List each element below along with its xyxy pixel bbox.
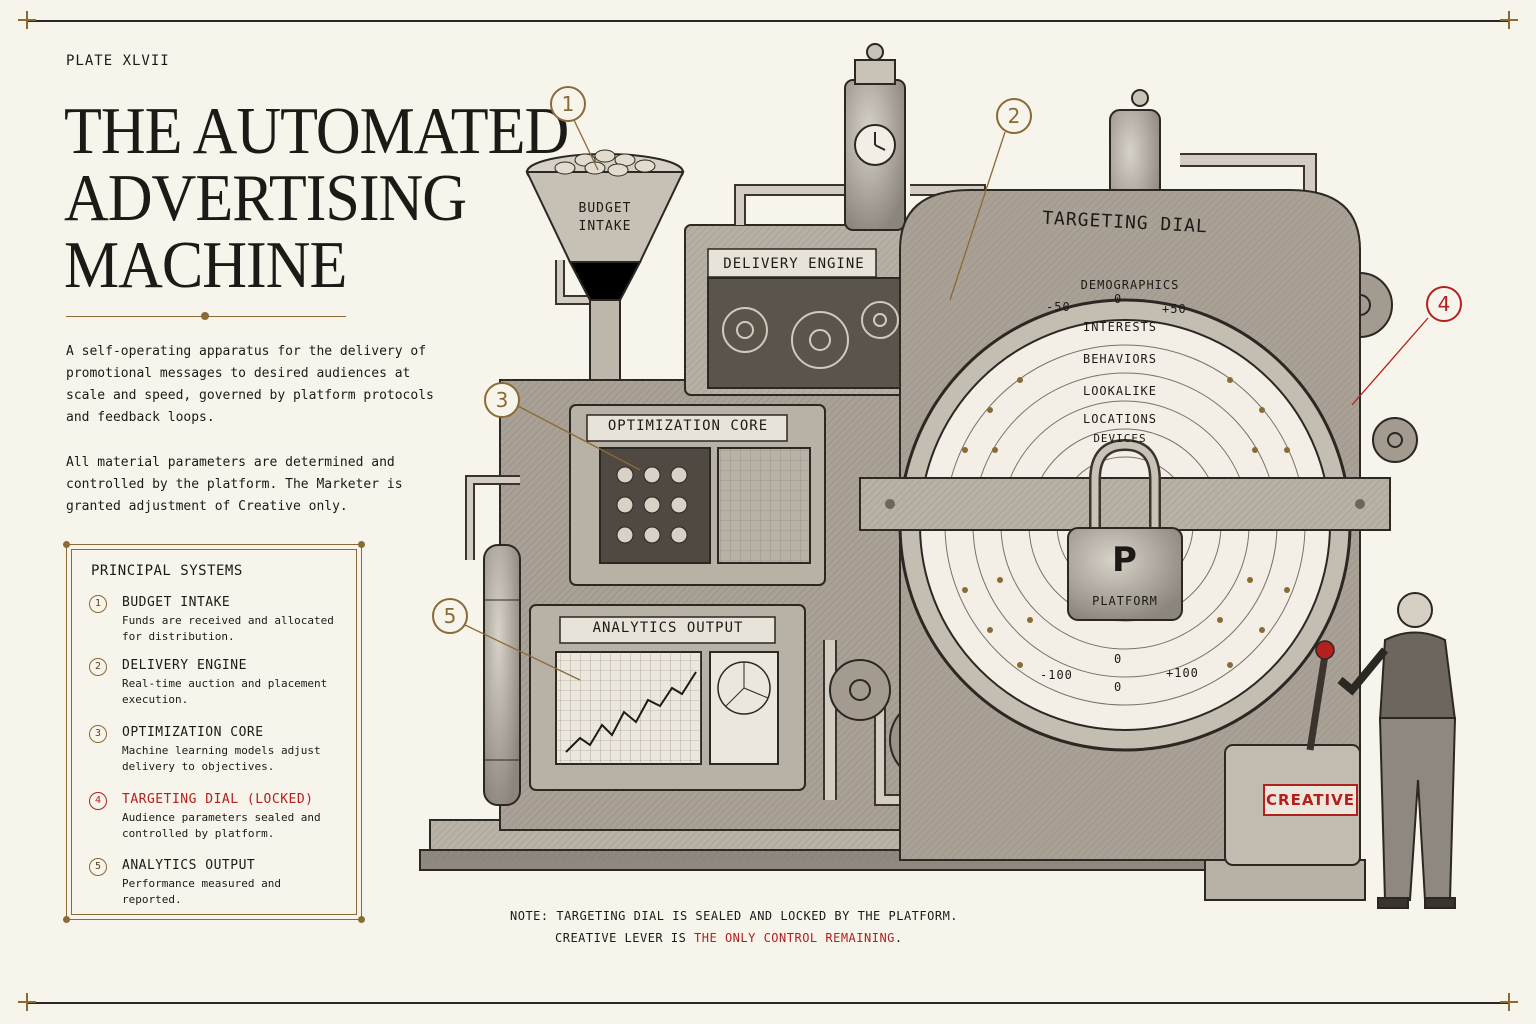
dial-scale-value: 0	[1114, 680, 1123, 694]
corner-ornament	[18, 11, 36, 29]
corner-ornament	[1500, 11, 1518, 29]
panel-inner-border	[71, 549, 357, 915]
lock-letter-icon: P	[1112, 540, 1138, 580]
budget-intake-funnel	[525, 149, 685, 381]
panel-corner-dot	[63, 916, 70, 923]
system-description: Funds are received and allocated for dis…	[122, 614, 334, 643]
dial-scale-value: +50	[1162, 302, 1187, 316]
dial-scale-value: -100	[1040, 668, 1073, 682]
system-description: Real-time auction and placement executio…	[122, 677, 328, 706]
number-badge: 1	[89, 595, 107, 613]
system-description: Machine learning models adjust delivery …	[122, 744, 321, 773]
system-description: Performance measured and reported.	[122, 877, 281, 906]
dial-ring-label: INTERESTS	[1082, 320, 1158, 334]
padlock-icon	[1067, 438, 1183, 621]
system-description: Audience parameters sealed and controlle…	[122, 811, 321, 840]
note-suffix: .	[894, 931, 903, 945]
callout-badge: 1	[550, 86, 586, 122]
label-line: BUDGET	[578, 201, 632, 216]
number-badge: 4	[89, 792, 107, 810]
callout-badge: 5	[432, 598, 468, 634]
dial-scale-value: 0	[1114, 292, 1123, 306]
system-title: DELIVERY ENGINE	[122, 658, 247, 673]
plate-label: PLATE XLVII	[66, 53, 170, 69]
panel-corner-dot	[358, 541, 365, 548]
analytics-output-panel	[529, 604, 806, 791]
lock-platform-label: PLATFORM	[1092, 594, 1158, 608]
creative-lever-label: CREATIVE	[1266, 791, 1355, 809]
frame-bottom	[28, 1002, 1508, 1004]
optimization-core-panel	[569, 404, 826, 586]
footnote: NOTE: TARGETING DIAL IS SEALED AND LOCKE…	[510, 905, 958, 949]
number-badge: 2	[89, 658, 107, 676]
corner-ornament	[18, 993, 36, 1011]
dial-scale-value: -50	[1046, 300, 1071, 314]
principal-systems-panel: PRINCIPAL SYSTEMS 1 BUDGET INTAKE Funds …	[63, 541, 365, 923]
dial-ring-label: DEVICES	[1093, 432, 1147, 445]
dial-scale-value: 0	[1114, 652, 1123, 666]
note-prefix: CREATIVE LEVER IS	[555, 931, 695, 945]
label-line: INTAKE	[578, 219, 632, 234]
dial-ring-label: LOOKALIKE	[1082, 384, 1158, 398]
coins-icon	[554, 149, 656, 177]
note-line: CREATIVE LEVER IS THE ONLY CONTROL REMAI…	[510, 927, 958, 949]
system-title: ANALYTICS OUTPUT	[122, 858, 256, 873]
budget-intake-label: BUDGET INTAKE	[568, 200, 642, 236]
note-line: NOTE: TARGETING DIAL IS SEALED AND LOCKE…	[510, 909, 959, 923]
title-line: MACHINE	[64, 228, 347, 303]
delivery-engine-label: DELIVERY ENGINE	[723, 256, 865, 272]
note-highlight: THE ONLY CONTROL REMAINING	[694, 931, 895, 945]
panel-corner-dot	[63, 541, 70, 548]
dial-ring-label: LOCATIONS	[1082, 412, 1158, 426]
targeting-dial-housing	[859, 189, 1391, 861]
frame-top	[28, 20, 1508, 22]
callout-leaders	[464, 119, 1429, 681]
analytics-output-label: ANALYTICS OUTPUT	[592, 620, 744, 636]
corner-ornament	[1500, 993, 1518, 1011]
control-paragraph: All material parameters are determined a…	[66, 455, 403, 514]
creative-lever	[1204, 640, 1366, 901]
dial-ring-label: DEMOGRAPHICS	[1080, 278, 1180, 292]
optimization-core-label: OPTIMIZATION CORE	[607, 418, 769, 434]
callout-badge: 3	[484, 382, 520, 418]
trend-line	[565, 671, 697, 753]
title-line: THE AUTOMATED	[64, 94, 569, 169]
callout-badge: 4	[1426, 286, 1462, 322]
number-badge: 5	[89, 858, 107, 876]
panel-corner-dot	[358, 916, 365, 923]
delivery-engine-window	[707, 248, 909, 389]
intro-paragraph: A self-operating apparatus for the deliv…	[66, 344, 434, 425]
system-title: TARGETING DIAL (LOCKED)	[122, 792, 314, 807]
title-line: ADVERTISING	[64, 161, 467, 236]
pressure-clock-tower	[844, 43, 906, 231]
rule-ornament	[201, 312, 209, 320]
system-title: BUDGET INTAKE	[122, 595, 231, 610]
callout-badge: 2	[996, 98, 1032, 134]
system-title: OPTIMIZATION CORE	[122, 725, 264, 740]
dial-ring-label: BEHAVIORS	[1082, 352, 1158, 366]
number-badge: 3	[89, 725, 107, 743]
side-tank	[483, 544, 521, 806]
operator-figure	[1337, 592, 1457, 909]
dial-scale-value: +100	[1166, 666, 1199, 680]
systems-heading: PRINCIPAL SYSTEMS	[91, 563, 243, 579]
page-title: THE AUTOMATED ADVERTISING MACHINE	[64, 94, 569, 303]
